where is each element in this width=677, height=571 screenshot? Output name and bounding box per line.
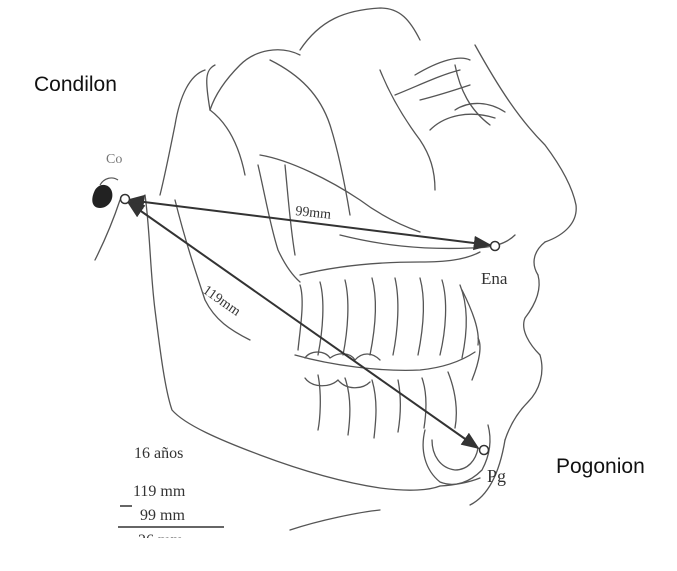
calc-line1: 119 mm <box>133 483 186 500</box>
label-ena: Ena <box>481 269 508 288</box>
condyle-shape <box>92 184 113 208</box>
label-condilon: Condilon <box>34 73 117 96</box>
arrow-co-pg <box>126 200 480 450</box>
label-co: Co <box>106 152 122 167</box>
landmark-co-point <box>119 193 131 205</box>
label-pogonion: Pogonion <box>556 455 645 478</box>
calc-line2: 99 mm <box>140 507 185 524</box>
label-pg: Pg <box>487 466 506 486</box>
landmark-ena-point <box>489 240 501 252</box>
calc-age: 16 años <box>134 445 183 462</box>
landmark-pg-point <box>478 444 490 456</box>
measurement-co-ena: 99mm <box>295 204 332 223</box>
